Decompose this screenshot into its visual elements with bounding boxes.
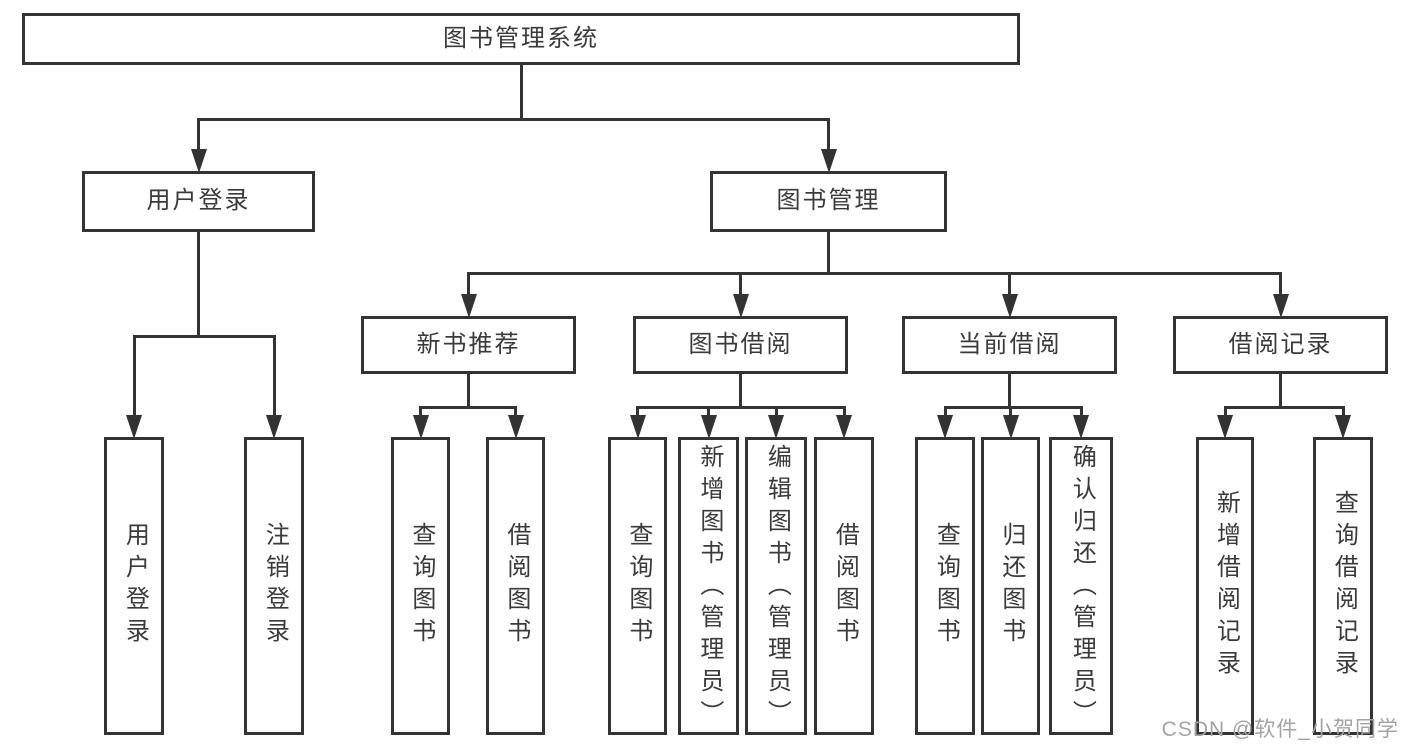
node-borrow-records: 借阅记录 [1173,316,1388,374]
arrow-down-icon [937,415,953,439]
connector-drop [197,119,200,153]
arrow-down-icon [126,415,142,439]
node-bb-add-books: 新增图书（管理员） [678,437,739,735]
connector-drop [467,273,470,298]
node-rec-borrow-books: 借阅图书 [486,437,545,735]
node-br-add-record: 新增借阅记录 [1196,437,1254,735]
node-bb-edit-books: 编辑图书（管理员） [745,437,807,735]
arrow-down-icon [629,415,646,439]
connector-drop [1079,407,1083,419]
arrow-down-icon [1073,415,1089,439]
connector-drop [739,273,742,298]
node-cb-return-books: 归还图书 [981,437,1040,735]
arrow-down-icon [768,415,784,439]
watermark: CSDN @软件_小贺同学 [1161,718,1399,741]
connector-drop [1223,407,1227,419]
connector-drop [419,407,422,419]
arrow-down-icon [820,149,837,173]
connector-drop [827,119,830,153]
connector-drop [774,407,778,419]
connector-drop [514,407,517,419]
arrow-down-icon [732,294,749,318]
connector-stem [1008,374,1011,409]
node-root: 图书管理系统 [22,13,1020,65]
node-login-leaf: 用户登录 [104,437,164,735]
connector-bus [197,117,830,121]
node-br-query-record: 查询借阅记录 [1313,437,1373,735]
arrow-down-icon [700,415,717,439]
connector-stem [827,232,830,275]
connector-bus [132,334,276,338]
connector-drop [636,407,639,419]
arrow-down-icon [507,415,524,439]
connector-bus [467,271,1282,275]
node-rec-query-books: 查询图书 [391,437,450,735]
arrow-down-icon [266,415,282,439]
connector-drop [132,336,136,419]
arrow-down-icon [836,415,852,439]
node-current-borrow: 当前借阅 [902,316,1117,374]
arrow-down-icon [190,149,207,173]
connector-stem [519,65,523,121]
connector-drop [272,336,276,419]
connector-stem [467,374,470,409]
arrow-down-icon [1335,415,1351,439]
connector-bus [636,405,846,409]
arrow-down-icon [1002,415,1019,439]
node-bb-borrow-books: 借阅图书 [814,437,874,735]
connector-drop [1341,407,1345,419]
connector-stem [197,232,200,338]
node-cb-confirm-return: 确认归还（管理员） [1049,437,1113,735]
node-logout-leaf: 注销登录 [244,437,304,735]
connector-drop [842,407,846,419]
arrow-down-icon [1272,294,1289,318]
connector-bus [1223,405,1345,409]
arrow-down-icon [1001,294,1018,318]
connector-drop [707,407,710,419]
connector-stem [739,374,742,409]
arrow-down-icon [412,415,429,439]
connector-drop [1009,407,1012,419]
connector-stem [1279,374,1282,409]
connector-bus [419,405,517,409]
connector-drop [943,407,947,419]
node-book-mgmt: 图书管理 [710,171,947,232]
connector-bus [943,405,1083,409]
arrow-down-icon [1217,415,1233,439]
node-user-login: 用户登录 [82,171,315,232]
connector-drop [1279,273,1282,298]
arrow-down-icon [460,294,477,318]
connector-drop [1008,273,1011,298]
node-new-book-rec: 新书推荐 [361,316,576,374]
node-bb-query-books: 查询图书 [608,437,667,735]
node-cb-query-books: 查询图书 [915,437,975,735]
node-book-borrow: 图书借阅 [633,316,848,374]
